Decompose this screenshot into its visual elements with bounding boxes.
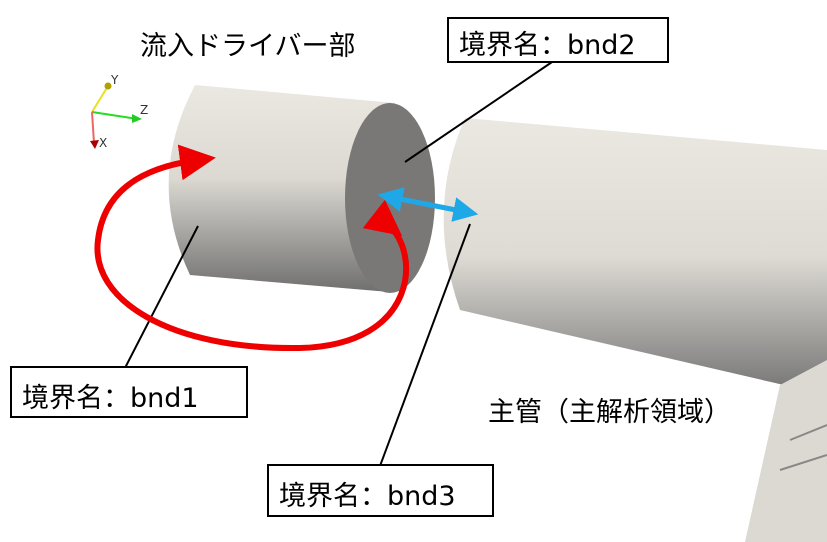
leader-bnd3 xyxy=(379,223,471,467)
recycle-loop-arrow xyxy=(94,144,409,352)
leader-bnd2 xyxy=(404,59,556,163)
boundary-label-bnd1: 境界名：bnd1 xyxy=(10,366,248,418)
link-arrow xyxy=(377,187,479,222)
axis-label-y: Y xyxy=(111,73,119,87)
driver-cylinder xyxy=(168,85,435,293)
axis-triad xyxy=(90,82,142,149)
main-pipe xyxy=(443,118,827,542)
boundary-label-bnd3: 境界名：bnd3 xyxy=(267,464,494,517)
driver-section-title: 流入ドライバー部 xyxy=(140,31,356,62)
axis-label-x: X xyxy=(99,136,108,150)
axis-label-z: Z xyxy=(140,103,149,117)
main-pipe-label: 主管（主解析領域） xyxy=(488,397,731,428)
leader-bnd1 xyxy=(124,225,199,369)
boundary-label-bnd2: 境界名：bnd2 xyxy=(447,17,669,63)
